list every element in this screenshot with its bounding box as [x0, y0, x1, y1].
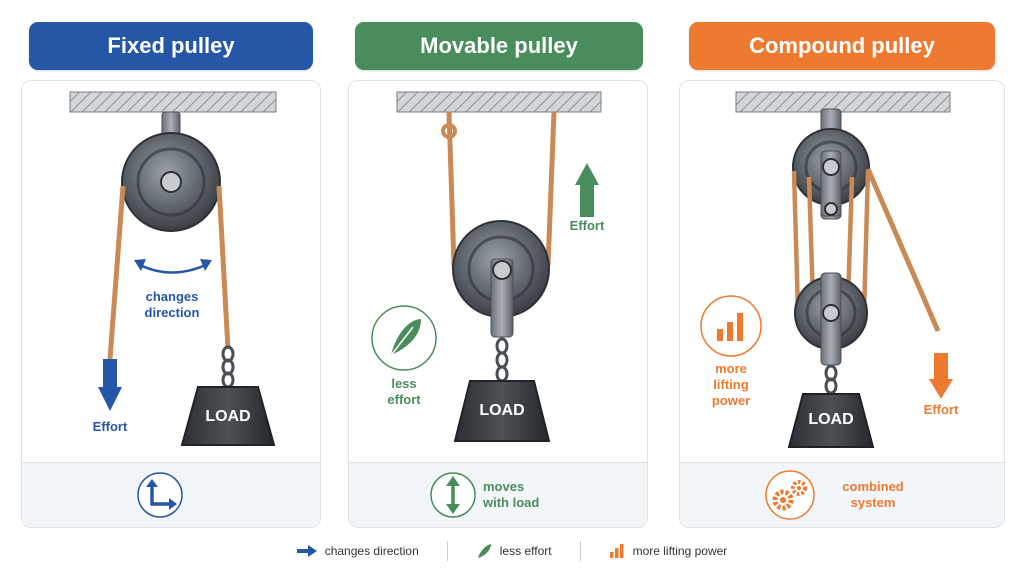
legend-label: changes direction: [324, 544, 419, 558]
gears-icon: [765, 470, 815, 520]
legend-divider: [446, 541, 448, 561]
effort-label: Effort: [569, 218, 605, 233]
compound-pulley-footer: combined system: [680, 462, 1004, 527]
fixed-pulley-footer: [22, 462, 320, 527]
ceiling: [396, 91, 602, 113]
blue-arrow-icon: [296, 545, 317, 557]
movable-pulley-header: Movable pulley: [355, 22, 643, 70]
load-weight: [787, 393, 875, 448]
effort-arrow: [580, 183, 594, 217]
pulley-axle: [160, 171, 182, 193]
feather-icon: [477, 544, 491, 558]
legend: changes direction less effort more lifti…: [0, 540, 1024, 562]
load-weight: [180, 386, 276, 446]
legend-label: less effort: [499, 544, 552, 558]
ceiling: [69, 91, 277, 113]
effort-label: Effort: [923, 402, 959, 417]
up-down-arrow-icon: [430, 472, 476, 518]
fixed-pulley-card: changes direction Effort LOAD: [21, 80, 321, 528]
changes-direction-label: changes direction: [144, 289, 200, 320]
rope-knot: [441, 123, 457, 139]
fixed-pulley-title: Fixed pulley: [107, 33, 235, 58]
effort-rope: [107, 185, 126, 360]
legend-divider: [579, 541, 581, 561]
pulley-axle: [492, 260, 512, 280]
movable-pulley-card: Effort less effort LOAD moves with load: [348, 80, 648, 528]
load-label: LOAD: [808, 411, 854, 428]
less-effort-label: less effort: [387, 376, 421, 407]
moves-with-load-label: moves with load: [483, 479, 540, 510]
bar-chart-icon: [609, 544, 624, 558]
compound-pulley-illustration: [700, 91, 953, 448]
compound-pulley-header: Compound pulley: [689, 22, 995, 70]
pulley-bracket: [490, 258, 514, 338]
legend-item-more-lifting-power: more lifting power: [581, 544, 756, 558]
legend-item-less-effort: less effort: [448, 543, 580, 559]
more-lifting-power-label: more lifting power: [711, 361, 751, 408]
ceiling: [735, 91, 951, 113]
direction-change-arrow-icon: [137, 472, 183, 518]
effort-rope: [545, 111, 557, 267]
effort-arrow: [103, 359, 117, 389]
load-label: LOAD: [205, 408, 251, 425]
load-label: LOAD: [479, 402, 525, 419]
movable-pulley-title: Movable pulley: [420, 33, 578, 58]
movable-pulley-footer: moves with load: [349, 462, 647, 527]
effort-rope: [865, 168, 941, 332]
movable-pulley-illustration: [371, 91, 602, 442]
fixed-pulley-header: Fixed pulley: [29, 22, 313, 70]
effort-label: Effort: [92, 419, 128, 434]
load-rope: [216, 185, 231, 350]
load-weight: [453, 380, 551, 442]
effort-arrow: [934, 353, 948, 381]
compound-pulley-card: more lifting power Effort LOAD combined …: [679, 80, 1005, 528]
fixed-pulley-illustration: [69, 91, 277, 446]
compound-pulley-title: Compound pulley: [749, 33, 935, 58]
legend-item-changes-direction: changes direction: [269, 544, 447, 558]
load-chain: [495, 337, 509, 355]
combined-system-label: combined system: [842, 479, 904, 510]
rope-strand: [791, 170, 801, 314]
legend-label: more lifting power: [632, 544, 728, 558]
changes-direction-arc: [137, 262, 209, 274]
